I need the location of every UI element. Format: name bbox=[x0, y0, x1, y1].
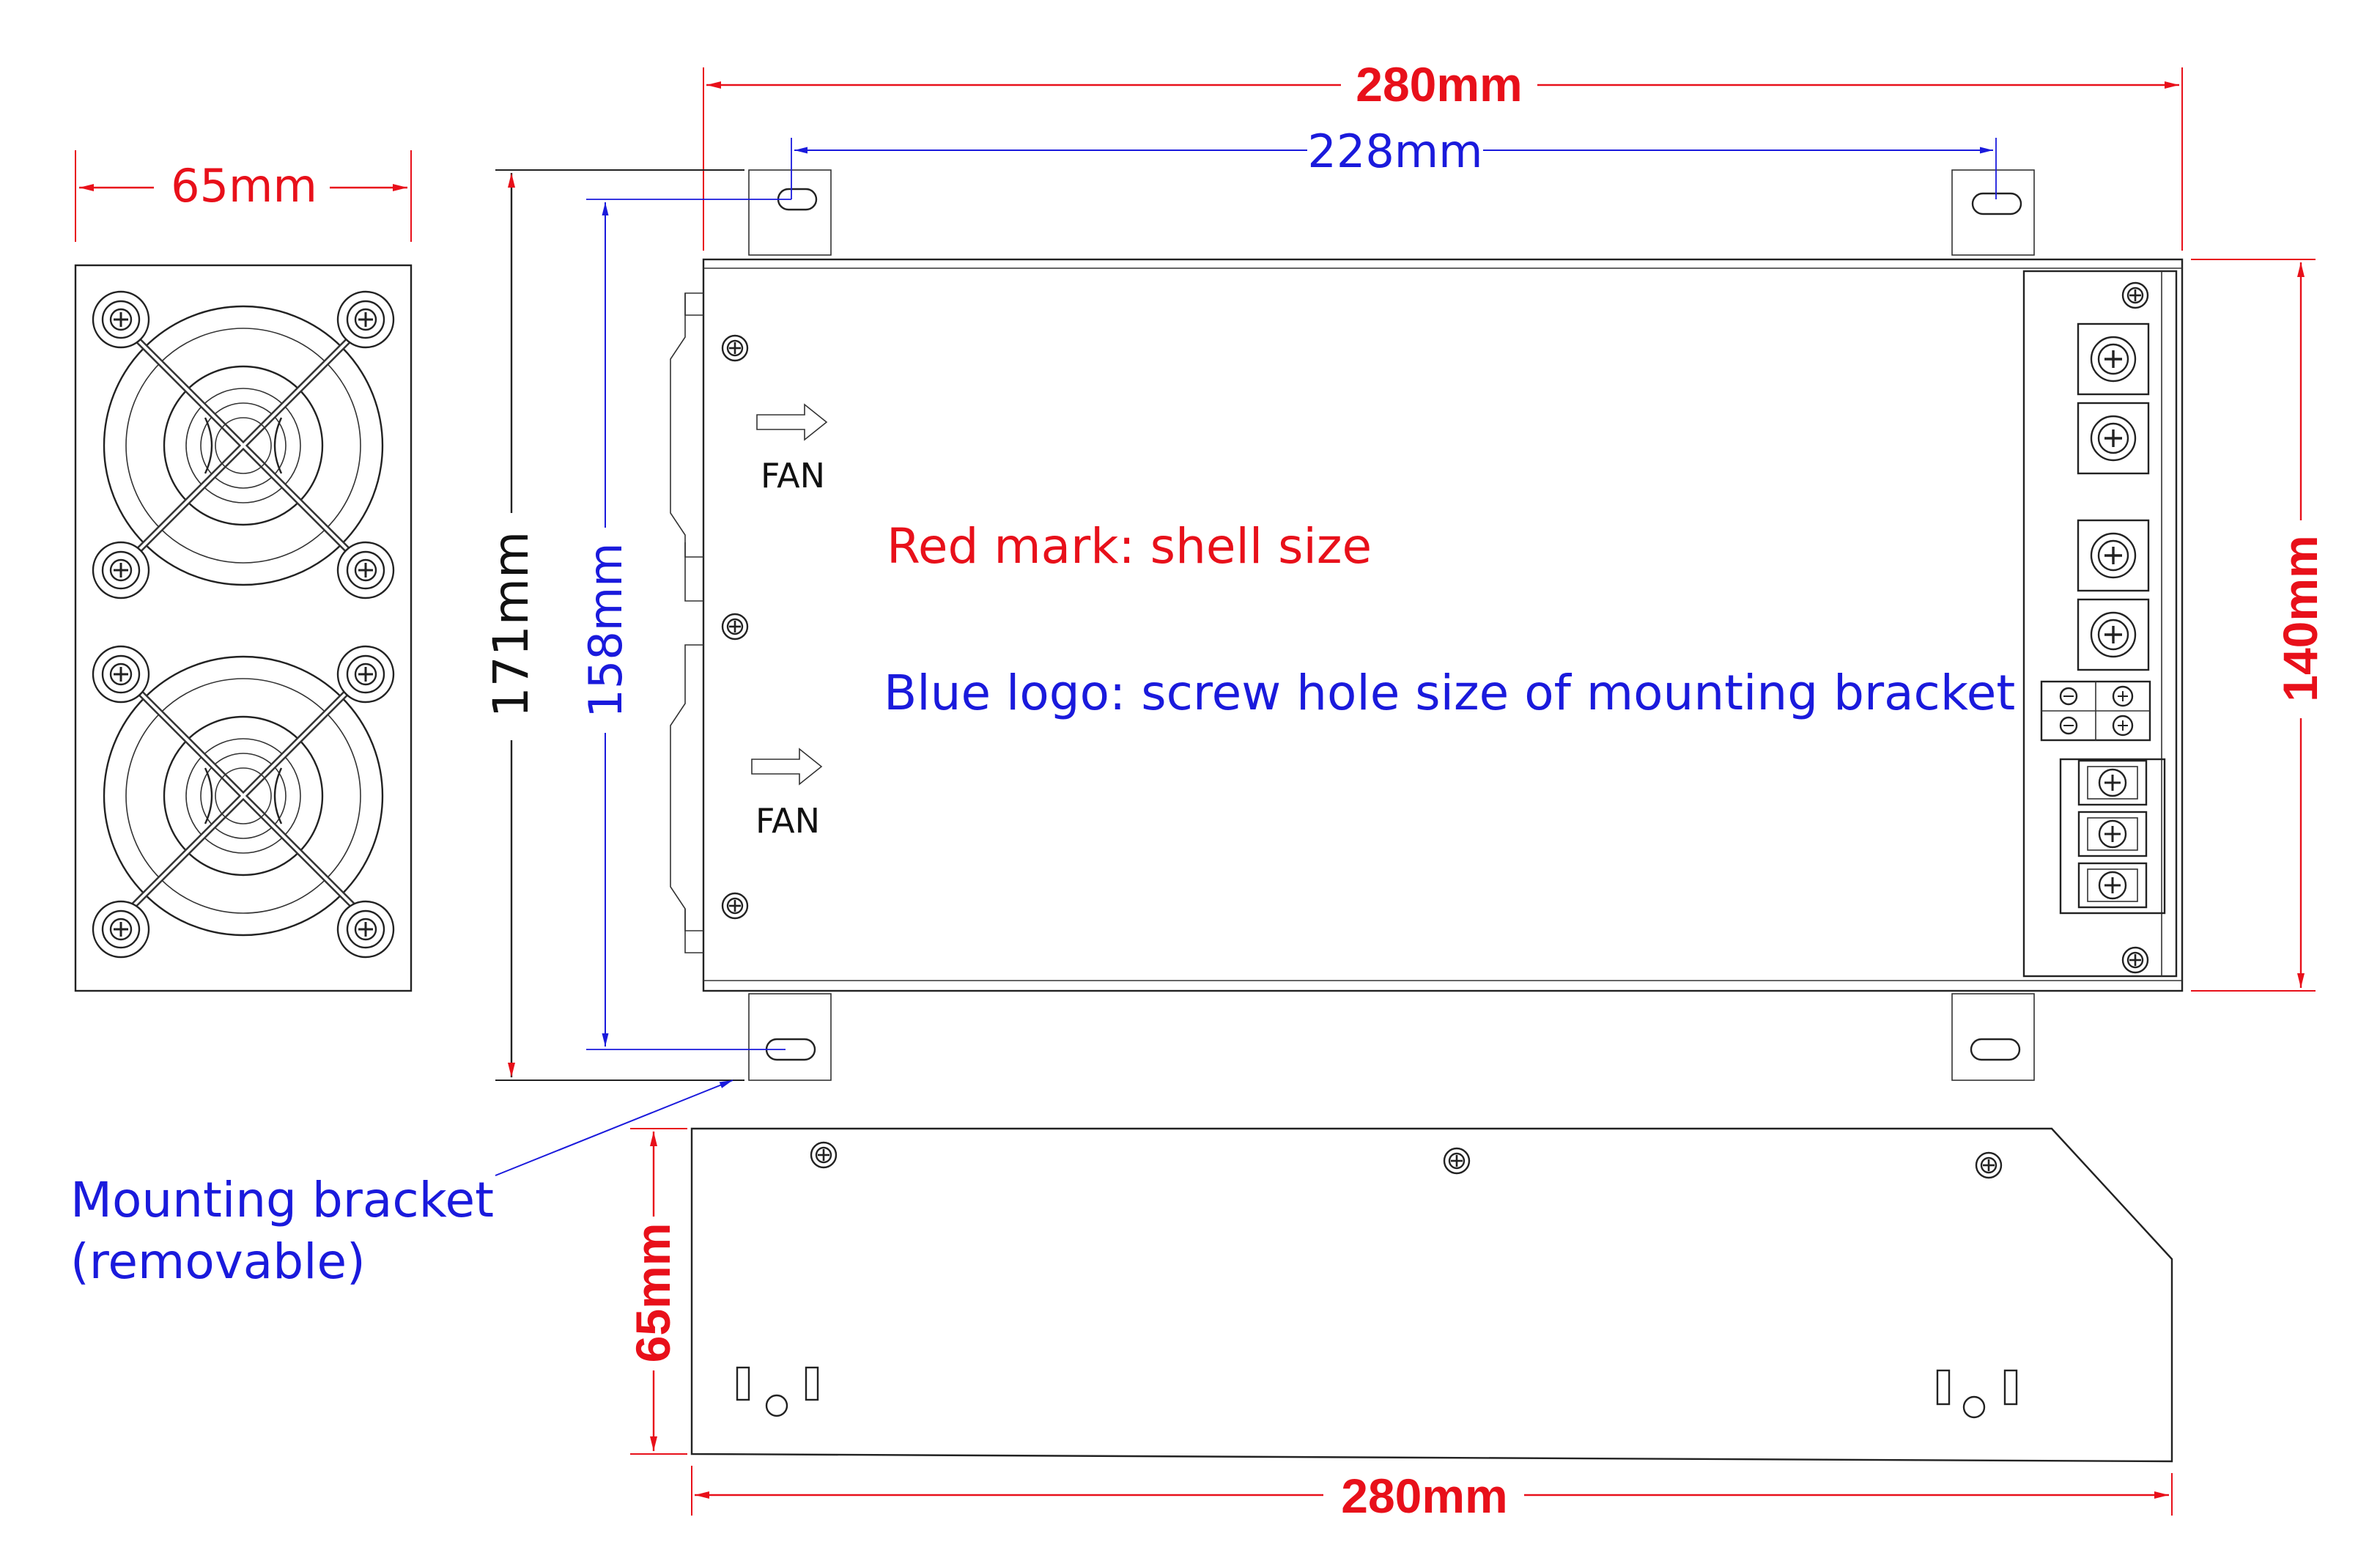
fan-label-bottom: FAN bbox=[755, 801, 820, 841]
overall-height-dimension: 171mm bbox=[483, 169, 744, 1081]
arrow-right-icon bbox=[756, 403, 828, 441]
bracket-spacing-dimension: 228mm bbox=[791, 125, 1997, 199]
bottom-height-dimension: 65mm bbox=[626, 1128, 687, 1455]
top-length-label: 280mm bbox=[1356, 57, 1523, 111]
vent-holes bbox=[736, 1366, 2018, 1419]
side-view bbox=[74, 264, 413, 992]
legend-blue-text: Blue logo: screw hole size of mounting b… bbox=[884, 665, 2015, 721]
bracket-hole-height-label: 158mm bbox=[579, 542, 632, 717]
top-length-dimension: 280mm bbox=[703, 57, 2183, 251]
mounting-bracket bbox=[748, 169, 2035, 1081]
bottom-height-label: 65mm bbox=[626, 1223, 680, 1363]
bottom-length-dimension: 280mm bbox=[691, 1466, 2173, 1523]
side-width-label: 65mm bbox=[171, 159, 317, 213]
fan-grille-icon bbox=[104, 657, 382, 935]
front-view bbox=[690, 1127, 2173, 1463]
screw-icon bbox=[810, 1141, 2003, 1179]
mounting-bracket-label: Mounting bracket bbox=[70, 1172, 494, 1228]
overall-height-label: 171mm bbox=[483, 531, 539, 718]
shell-height-dimension: 140mm bbox=[2191, 259, 2327, 992]
legend-red-text: Red mark: shell size bbox=[887, 518, 1372, 575]
shell-height-label: 140mm bbox=[2273, 535, 2327, 702]
fan-label-top: FAN bbox=[761, 456, 825, 495]
mounting-bracket-sublabel: (removable) bbox=[70, 1233, 366, 1290]
arrow-right-icon bbox=[751, 748, 823, 786]
top-view: FAN FAN bbox=[670, 169, 2184, 1081]
bracket-hole-height-dimension: 158mm bbox=[579, 199, 791, 1050]
bracket-spacing-label: 228mm bbox=[1307, 125, 1482, 178]
bottom-length-label: 280mm bbox=[1341, 1469, 1508, 1523]
mounting-bracket-callout: Mounting bracket (removable) bbox=[70, 1080, 733, 1290]
screw-icon bbox=[721, 281, 2149, 974]
terminal-block-icon bbox=[2059, 758, 2166, 915]
fan-grille-icon bbox=[104, 306, 382, 585]
screw-icon bbox=[92, 290, 395, 959]
side-width-dimension: 65mm bbox=[75, 150, 412, 242]
terminal-block-icon bbox=[2077, 322, 2150, 671]
terminal-block-icon bbox=[2040, 680, 2151, 742]
